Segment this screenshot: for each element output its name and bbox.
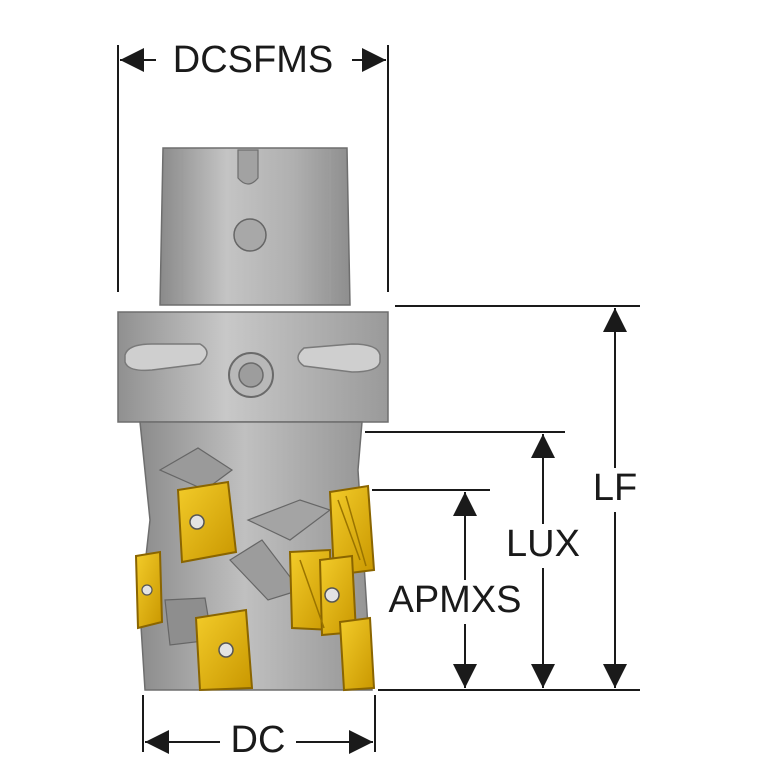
insert-mid-left <box>134 550 164 630</box>
insert-lower-center <box>194 608 254 692</box>
flange-slot-left <box>124 343 208 372</box>
insert-right-stack <box>288 484 376 692</box>
insert-upper-left <box>176 480 238 564</box>
dc-label-backdrop <box>220 722 296 762</box>
lf-label-backdrop <box>590 468 640 512</box>
cutting-inserts <box>134 480 376 692</box>
tool-shank <box>159 147 351 306</box>
tool-flange <box>117 311 389 423</box>
dcsfms-label: DCSFMS <box>173 39 333 81</box>
apmxs-label-backdrop <box>380 580 530 624</box>
chip-pocket-1 <box>158 447 234 491</box>
dcsfms-label-backdrop <box>156 44 352 76</box>
dc-label: DC <box>231 719 286 761</box>
flange-slot-right <box>297 343 381 373</box>
lux-label: LUX <box>506 523 580 565</box>
apmxs-label: APMXS <box>388 579 521 621</box>
lux-label-backdrop <box>496 524 588 568</box>
lf-label: LF <box>593 467 637 509</box>
shank-notch <box>237 149 259 185</box>
shank-hole <box>233 218 267 252</box>
flange-screw-inner <box>238 362 264 388</box>
